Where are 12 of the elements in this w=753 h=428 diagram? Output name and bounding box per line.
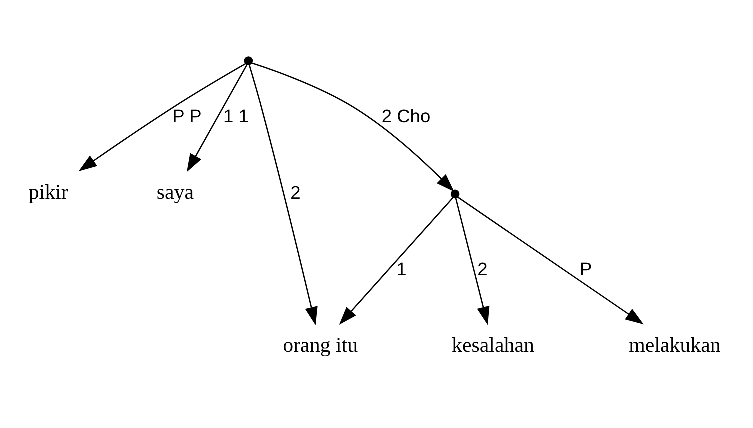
edge-label: 2 Cho (382, 106, 431, 127)
edge-label: 2 (290, 182, 301, 204)
edge-label: P P (172, 106, 202, 127)
node-text: pikir (28, 180, 68, 204)
edge-label: 2 (478, 258, 488, 280)
node-text: saya (156, 180, 194, 204)
node-text: melakukan (629, 333, 721, 358)
node-text: orang itu (283, 333, 358, 358)
node-text: kesalahan (452, 333, 534, 358)
edge-label: 1 (396, 258, 407, 280)
edge-label: 1 1 (224, 106, 249, 127)
edge-label: P (580, 258, 592, 280)
